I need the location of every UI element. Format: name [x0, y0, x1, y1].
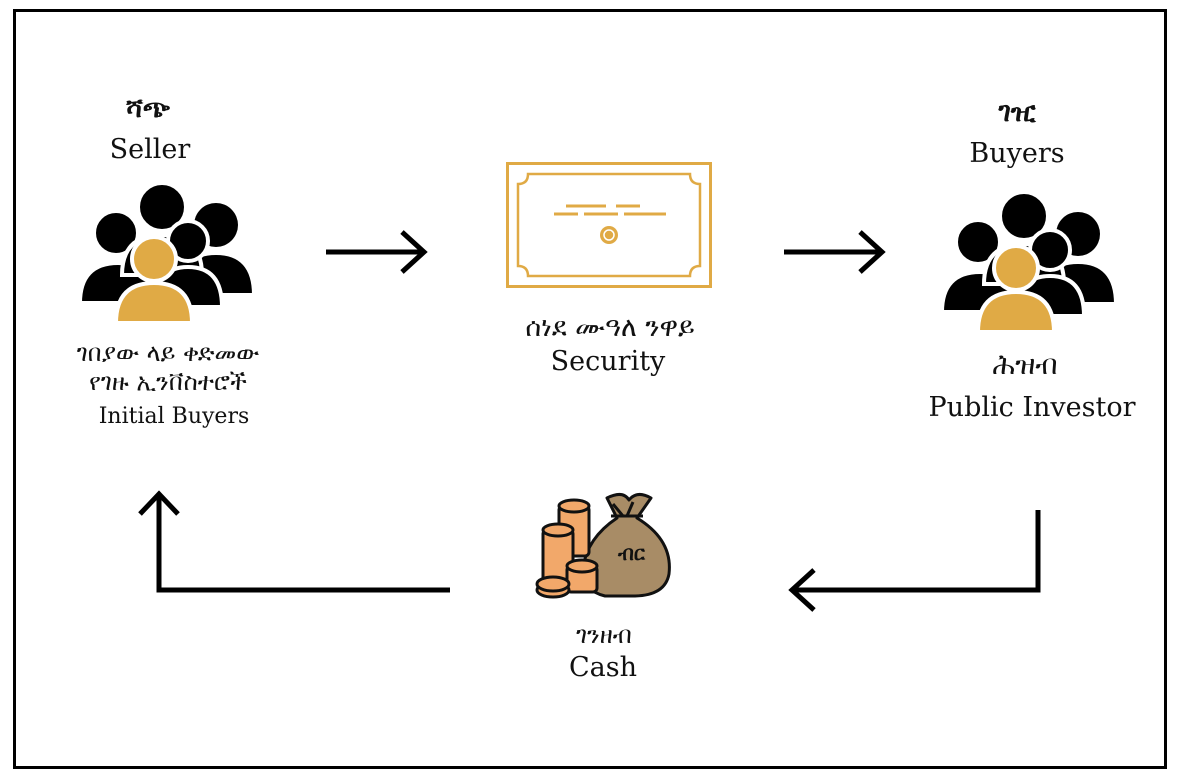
arrow-right-icon: [784, 230, 886, 274]
buyers-title-am: ገዢ: [998, 97, 1036, 128]
buyers-title-en: Buyers: [969, 138, 1065, 169]
seller-title-en: Seller: [109, 134, 191, 165]
money-bag-icon: ብር: [535, 493, 671, 599]
bag-currency-label: ብር: [617, 541, 646, 565]
arrow-return-left-icon: [788, 510, 1041, 612]
buyers-subtitle-en: Public Investor: [928, 392, 1136, 423]
security-label-en: Security: [550, 346, 666, 377]
seller-title-am: ሻጭ: [125, 93, 171, 124]
buyers-subtitle-am: ሕዝብ: [992, 348, 1058, 381]
arrow-return-up-icon: [138, 490, 450, 593]
seller-subtitle-en: Initial Buyers: [98, 404, 250, 429]
seller-subtitle-am-line2: የገዙ ኢንቨስተሮች: [89, 368, 247, 396]
cash-label-am: ገንዘብ: [576, 621, 632, 649]
certificate-icon: [506, 162, 712, 288]
seller-people-icon: [77, 181, 257, 325]
seller-subtitle-am-line1: ገበያው ላይ ቀድመው: [76, 339, 260, 367]
cash-label-en: Cash: [568, 652, 638, 683]
buyers-people-icon: [939, 190, 1119, 334]
arrow-right-icon: [326, 230, 428, 274]
security-label-am: ሰነደ ሙዓለ ንዋይ: [525, 312, 695, 343]
